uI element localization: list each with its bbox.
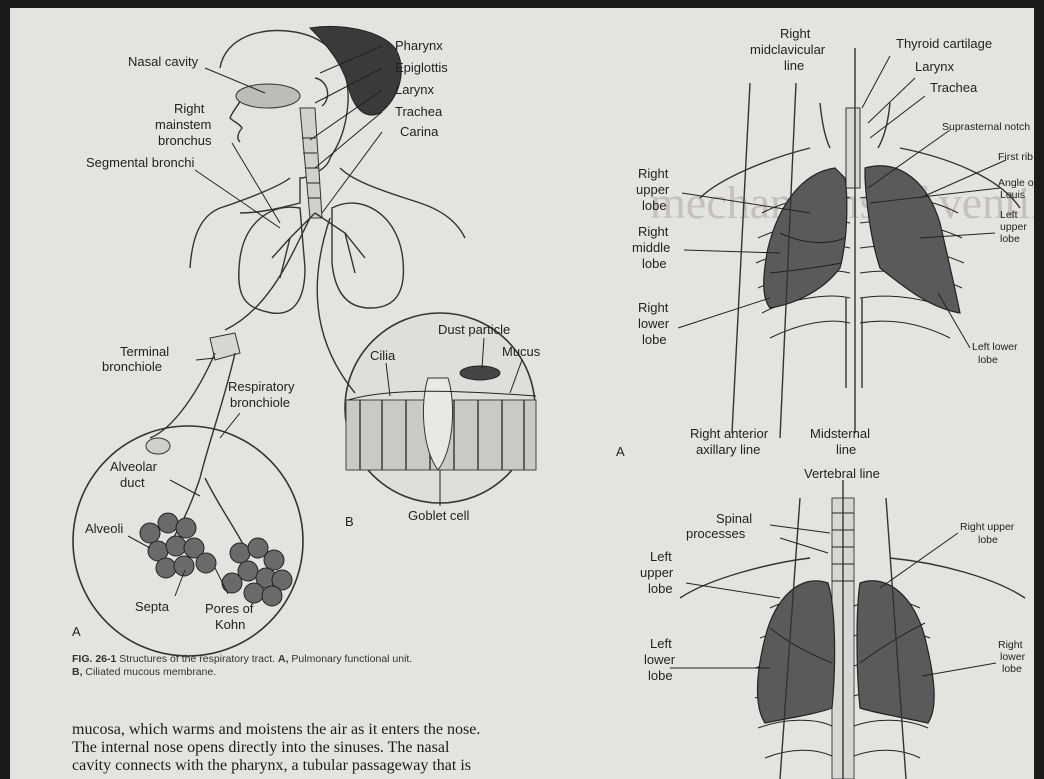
body-text-line-1: mucosa, which warms and moistens the air… <box>72 721 480 738</box>
label-respiratory-bronchiole-2: bronchiole <box>230 395 290 410</box>
label-right-midclavicular-3: line <box>784 58 804 73</box>
caption-text-1: Structures of the respiratory tract. <box>116 653 278 665</box>
label-mucus: Mucus <box>502 344 541 359</box>
label-pharynx: Pharynx <box>395 38 443 53</box>
textbook-page: mechanisms of ventilation <box>10 8 1034 779</box>
label-right-midclavicular-1: Right <box>780 26 811 41</box>
label-left-lower-lobe-back-2: lower <box>644 652 676 667</box>
label-midsternal-2: line <box>836 442 856 457</box>
page-illustration: mechanisms of ventilation <box>10 8 1034 779</box>
label-right-middle-lobe-3: lobe <box>642 256 667 271</box>
label-right-lower-lobe-1: Right <box>638 300 669 315</box>
label-angle-of-louis-2: Louis <box>1000 189 1025 201</box>
label-pores-of-kohn-2: Kohn <box>215 617 245 632</box>
label-carina: Carina <box>400 124 439 139</box>
caption-b: B, <box>72 666 83 678</box>
label-right-mainstem-3: bronchus <box>158 133 212 148</box>
label-left-upper-lobe-front-2: upper <box>1000 221 1027 233</box>
label-right-upper-lobe-back-1: Right upper <box>960 521 1015 533</box>
caption-fig: FIG. 26-1 <box>72 653 117 665</box>
label-epiglottis: Epiglottis <box>395 60 448 75</box>
label-right-anterior-axillary-2: axillary line <box>696 442 760 457</box>
label-right-mainstem-2: mainstem <box>155 117 211 132</box>
trachea-drawing <box>300 108 322 218</box>
figure-caption-line-1: FIG. 26-1 Structures of the respiratory … <box>72 653 412 665</box>
label-angle-of-louis-1: Angle of <box>998 177 1034 189</box>
caption-text-3: Ciliated mucous membrane. <box>83 666 217 678</box>
label-left-upper-lobe-back-3: lobe <box>648 581 673 596</box>
pointer-arrow-a <box>225 218 310 330</box>
label-larynx-left: Larynx <box>395 82 435 97</box>
label-spinal-processes-2: processes <box>686 526 746 541</box>
pointer-arrow-b <box>317 218 355 393</box>
label-spinal-processes-1: Spinal <box>716 511 752 526</box>
label-right-lower-lobe-2: lower <box>638 316 670 331</box>
label-right-lower-lobe-3: lobe <box>642 332 667 347</box>
label-alveoli: Alveoli <box>85 521 123 536</box>
label-alveolar-duct-1: Alveolar <box>110 459 158 474</box>
label-left-upper-lobe-back-2: upper <box>640 565 674 580</box>
label-right-upper-lobe-3: lobe <box>642 198 667 213</box>
label-thyroid-cartilage: Thyroid cartilage <box>896 36 992 51</box>
torso-outline <box>190 168 465 268</box>
label-terminal-bronchiole-1: Terminal <box>120 344 169 359</box>
label-right-lower-lobe-back-3: lobe <box>1002 663 1022 675</box>
label-right-upper-lobe-2: upper <box>636 182 670 197</box>
label-panel-b: B <box>345 514 354 529</box>
label-first-rib: First rib <box>998 151 1033 163</box>
label-respiratory-bronchiole-1: Respiratory <box>228 379 295 394</box>
caption-a: A, <box>278 653 289 665</box>
label-left-upper-lobe-back-1: Left <box>650 549 672 564</box>
label-panel-a-right: A <box>616 444 625 459</box>
label-left-lower-lobe-front-2: lobe <box>978 354 998 366</box>
label-trachea-left: Trachea <box>395 104 443 119</box>
label-right-mainstem-1: Right <box>174 101 205 116</box>
label-right-lower-lobe-back-2: lower <box>1000 651 1026 663</box>
label-left-upper-lobe-front-1: Left <box>1000 209 1018 221</box>
label-vertebral-line: Vertebral line <box>804 466 880 481</box>
label-left-upper-lobe-front-3: lobe <box>1000 233 1020 245</box>
label-right-upper-lobe-back-2: lobe <box>978 534 998 546</box>
label-right-middle-lobe-2: middle <box>632 240 670 255</box>
label-nasal-cavity: Nasal cavity <box>128 54 199 69</box>
label-terminal-bronchiole-2: bronchiole <box>102 359 162 374</box>
label-left-lower-lobe-back-3: lobe <box>648 668 673 683</box>
label-right-midclavicular-2: midclavicular <box>750 42 826 57</box>
label-goblet-cell: Goblet cell <box>408 508 470 523</box>
label-left-lower-lobe-front-1: Left lower <box>972 341 1018 353</box>
label-septa: Septa <box>135 599 170 614</box>
label-larynx-right: Larynx <box>915 59 955 74</box>
body-text-line-3: cavity connects with the pharynx, a tubu… <box>72 757 471 774</box>
label-right-upper-lobe-1: Right <box>638 166 669 181</box>
figure-caption-line-2: B, Ciliated mucous membrane. <box>72 666 216 678</box>
label-right-middle-lobe-1: Right <box>638 224 669 239</box>
label-trachea-right: Trachea <box>930 80 978 95</box>
label-right-lower-lobe-back-1: Right <box>998 639 1023 651</box>
label-segmental-bronchi: Segmental bronchi <box>86 155 195 170</box>
label-alveolar-duct-2: duct <box>120 475 145 490</box>
label-midsternal-1: Midsternal <box>810 426 870 441</box>
label-dust-particle: Dust particle <box>438 322 510 337</box>
caption-text-2: Pulmonary functional unit. <box>289 653 413 665</box>
label-panel-a-left: A <box>72 624 81 639</box>
lungs-outline <box>239 203 404 313</box>
label-cilia: Cilia <box>370 348 396 363</box>
label-pores-of-kohn-1: Pores of <box>205 601 254 616</box>
label-suprasternal-notch: Suprasternal notch <box>942 121 1030 133</box>
body-text-line-2: The internal nose opens directly into th… <box>72 739 450 756</box>
label-left-lower-lobe-back-1: Left <box>650 636 672 651</box>
label-right-anterior-axillary-1: Right anterior <box>690 426 769 441</box>
